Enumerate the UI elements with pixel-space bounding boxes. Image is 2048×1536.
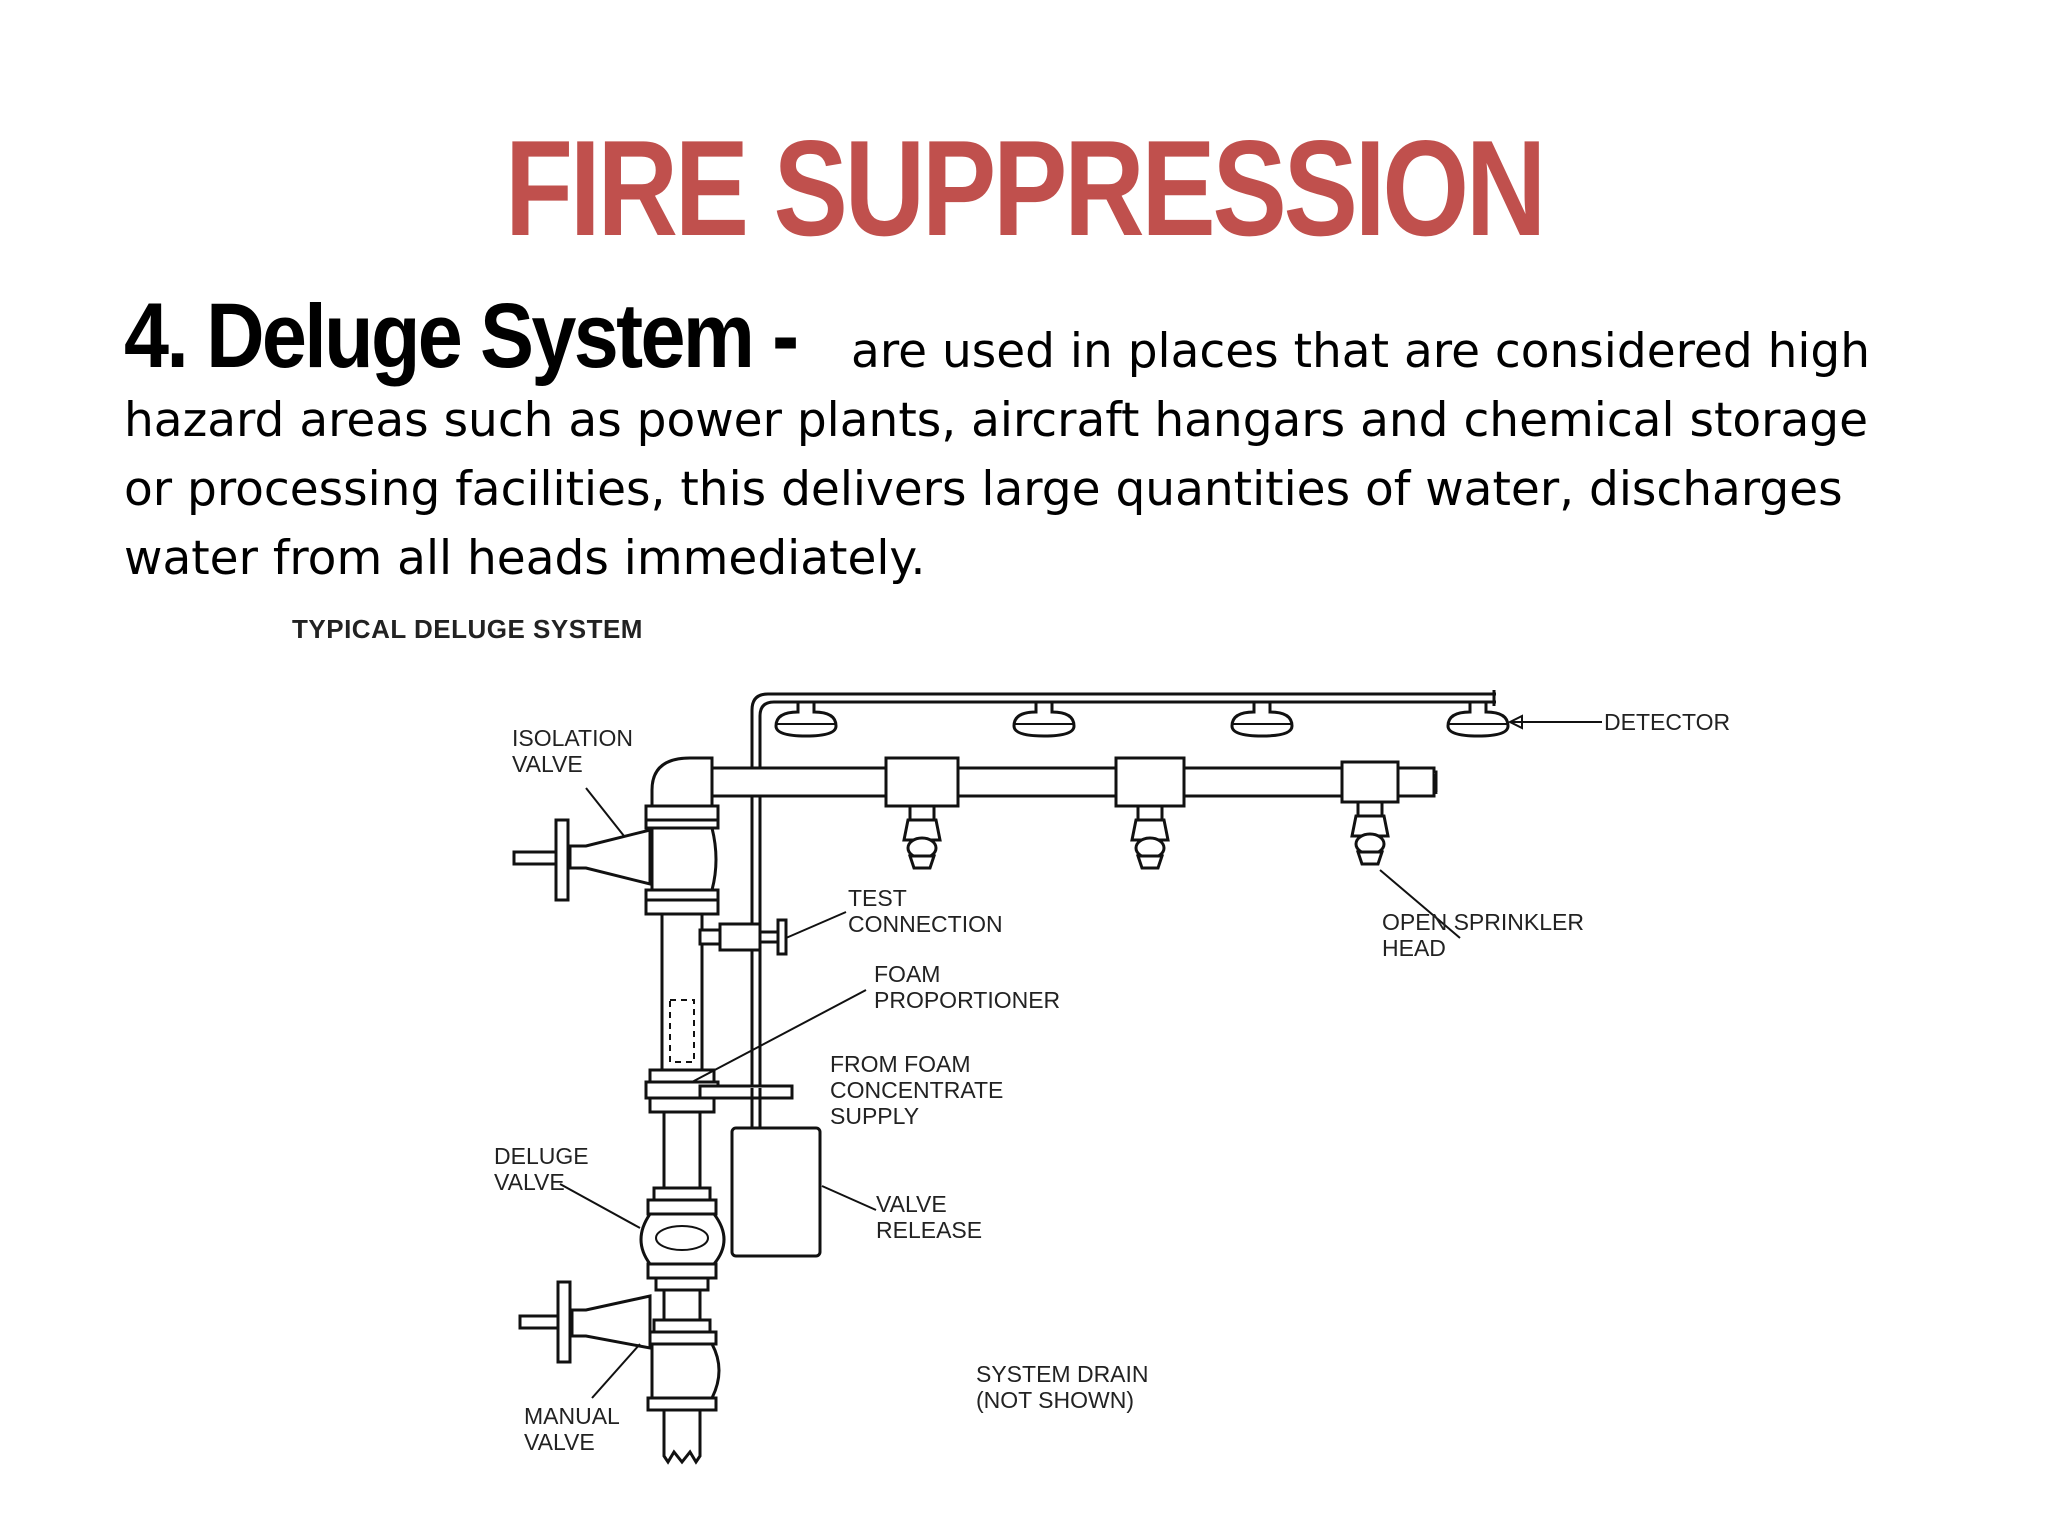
label-manual-valve-line1: MANUAL: [524, 1403, 620, 1429]
diagram-title: TYPICAL DELUGE SYSTEM: [292, 614, 643, 644]
deluge-system-heading: 4. Deluge System -: [124, 302, 799, 387]
label-deluge-valve-line2: VALVE: [494, 1169, 565, 1195]
label-foam-proportioner-line1: FOAM: [874, 961, 940, 987]
valve-release-box: [730, 1126, 822, 1258]
label-isolation-valve-line2: VALVE: [512, 751, 583, 777]
sprinkler-heads: [884, 756, 1400, 870]
deluge-valve-icon: [655, 1225, 709, 1251]
riser-pipe: [639, 804, 726, 1465]
isolation-valve-icon: [512, 818, 652, 902]
label-foam-proportioner-line2: PROPORTIONER: [874, 987, 1060, 1013]
label-manual-valve-line2: VALVE: [524, 1429, 595, 1455]
test-connection-icon: [698, 918, 788, 956]
slide-body: 4. Deluge System - are used in places th…: [124, 302, 1904, 602]
foam-supply-pipe: [698, 1084, 794, 1100]
label-foam-supply-line3: SUPPLY: [830, 1103, 919, 1129]
label-isolation-valve-line1: ISOLATION: [512, 725, 633, 751]
manual-valve-icon: [518, 1280, 652, 1364]
label-foam-supply-line2: CONCENTRATE: [830, 1077, 1003, 1103]
label-detector: DETECTOR: [1604, 709, 1730, 735]
leader-lines: [559, 714, 1602, 1399]
label-test-connection-line2: CONNECTION: [848, 911, 1003, 937]
label-system-drain-line1: SYSTEM DRAIN: [976, 1361, 1149, 1387]
slide-title: FIRE SUPPRESSION: [504, 112, 1546, 264]
label-open-sprinkler-line2: HEAD: [1382, 935, 1446, 961]
main-header-pipe: [708, 766, 1438, 798]
deluge-system-description: are used in places that are considered h…: [124, 324, 1871, 586]
label-valve-release-line1: VALVE: [876, 1191, 947, 1217]
detector-line: [750, 690, 1496, 1088]
label-valve-release-line2: RELEASE: [876, 1217, 982, 1243]
label-test-connection-line1: TEST: [848, 885, 907, 911]
label-foam-supply-line1: FROM FOAM: [830, 1051, 971, 1077]
detector-icon: [774, 700, 1510, 738]
label-open-sprinkler-line1: OPEN SPRINKLER: [1382, 909, 1584, 935]
label-system-drain-line2: (NOT SHOWN): [976, 1387, 1134, 1413]
label-deluge-valve-line1: DELUGE: [494, 1143, 589, 1169]
